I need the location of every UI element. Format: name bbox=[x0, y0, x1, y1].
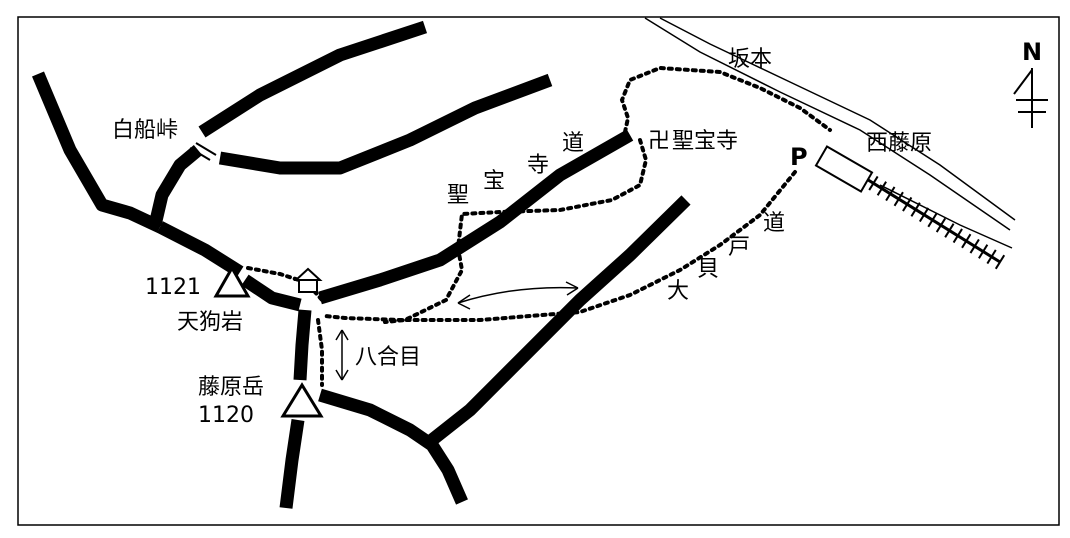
rail-tick bbox=[978, 244, 989, 259]
parking-label: P bbox=[790, 143, 808, 171]
summit-triangle-icon bbox=[280, 382, 324, 418]
shirafune-pass-label: 白船峠 bbox=[112, 118, 178, 143]
rail-tick bbox=[986, 249, 997, 265]
ookaido-trail-char: 大 bbox=[667, 279, 689, 304]
rail-tick bbox=[994, 254, 1006, 270]
nishi-fujiwara-label: 西藤原 bbox=[866, 131, 932, 156]
shohoji-trail-char: 宝 bbox=[483, 169, 505, 194]
tengu-iwa-elevation: 1121 bbox=[145, 275, 201, 300]
rail-tick bbox=[910, 202, 921, 217]
ridge-lines bbox=[32, 20, 691, 509]
fujiwara-dake-elevation: 1120 bbox=[198, 403, 254, 428]
rail-tick bbox=[969, 238, 980, 254]
rail-tick bbox=[961, 233, 972, 249]
rail-tick bbox=[902, 196, 913, 212]
rail-tick bbox=[927, 212, 938, 228]
north-arrow-icon: N bbox=[1013, 38, 1048, 128]
hachigome-arrow bbox=[335, 329, 349, 381]
road-lines bbox=[644, 17, 1016, 249]
fujiwara-dake-label: 藤原岳 bbox=[198, 375, 264, 400]
temple-icon: 卍 bbox=[648, 129, 670, 154]
tengu-iwa-label: 天狗岩 bbox=[177, 310, 243, 335]
mountain-hut-icon bbox=[293, 267, 323, 293]
railway bbox=[859, 170, 1006, 270]
summit-triangle-icon bbox=[213, 264, 251, 298]
trail-lines bbox=[246, 65, 832, 387]
shohoji-label: 聖宝寺 bbox=[672, 129, 738, 154]
rail-tick bbox=[876, 181, 887, 196]
shohoji-trail-char: 道 bbox=[562, 131, 584, 156]
rail-tick bbox=[952, 228, 963, 244]
ookaido-trail-char: 道 bbox=[763, 211, 785, 236]
rail-tick bbox=[918, 207, 930, 223]
ookaido-trail-char: 貝 bbox=[697, 257, 719, 282]
distance-arrow bbox=[457, 281, 579, 310]
rail-tick bbox=[935, 217, 947, 233]
station-box bbox=[814, 145, 874, 193]
rail-tick bbox=[944, 223, 955, 238]
rail-tick bbox=[893, 191, 904, 207]
hachigome-label: 八合目 bbox=[355, 345, 421, 370]
ookaido-trail-char: 戸 bbox=[728, 235, 750, 260]
sakamoto-label: 坂本 bbox=[728, 47, 772, 72]
shohoji-trail-char: 聖 bbox=[447, 183, 469, 208]
north-label: N bbox=[1022, 38, 1042, 66]
rail-tick bbox=[868, 175, 879, 191]
shohoji-trail-char: 寺 bbox=[527, 153, 549, 178]
map-frame bbox=[17, 16, 1060, 526]
rail-tick bbox=[885, 186, 896, 202]
pass-mark bbox=[189, 142, 217, 161]
